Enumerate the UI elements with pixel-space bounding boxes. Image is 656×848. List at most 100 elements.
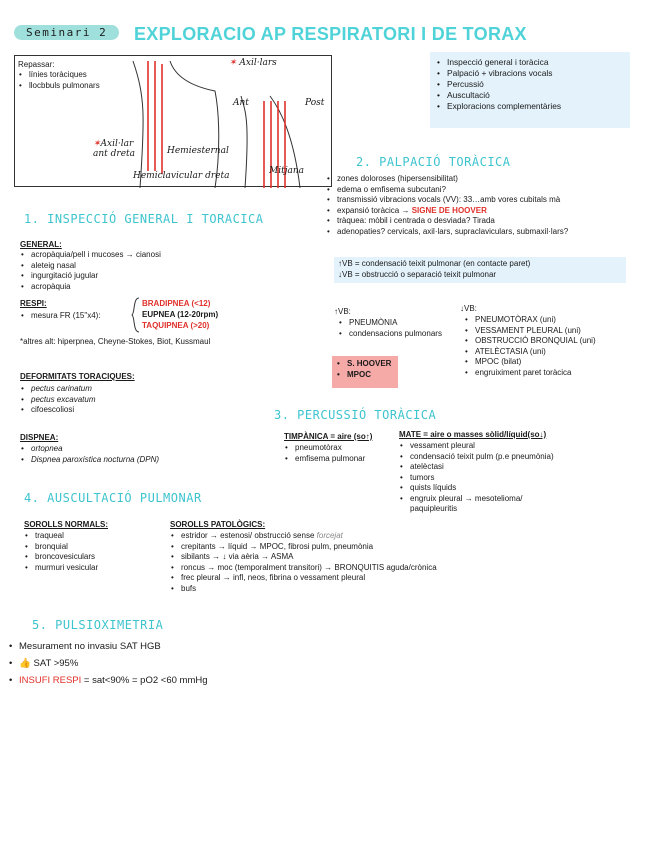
patologics-label: SOROLLS PATOLÒGICS: bbox=[170, 520, 266, 529]
list-item: roncus → moc (temporalment transitori) →… bbox=[170, 563, 437, 574]
page-title: EXPLORACIO AP RESPIRATORI I DE TORAX bbox=[134, 24, 527, 44]
list-item: OBSTRUCCIÓ BRONQUIAL (uni) bbox=[464, 336, 596, 347]
list-item: ingurgitació jugular bbox=[20, 271, 161, 282]
timpanica-label: TIMPÀNICA = aire (so↑) bbox=[284, 432, 373, 441]
list-item: zones doloroses (hipersensibilitat) bbox=[326, 174, 568, 185]
taquipnea-label: TAQUIPNEA (>20) bbox=[142, 321, 210, 330]
section-5-title: 5. PULSIOXIMETRIA bbox=[32, 618, 164, 632]
list-item: pectus carinatum bbox=[20, 384, 95, 395]
respiratory-rates: BRADIPNEA (<12) EUPNEA (12-20rpm) TAQUIP… bbox=[142, 298, 218, 331]
seminar-badge: Seminari 2 bbox=[14, 25, 120, 40]
list-item: bufs bbox=[170, 584, 437, 595]
list-item: Inspecció general i toràcica bbox=[436, 57, 624, 68]
vv-down-label: ↓VB: bbox=[460, 304, 477, 313]
negative-box: S. HOOVER MPOC bbox=[332, 356, 398, 388]
list-item: MPOC bbox=[336, 370, 394, 381]
list-item: Exploracions complementàries bbox=[436, 101, 624, 112]
list-item: MPOC (bilat) bbox=[464, 357, 596, 368]
list-item: llocbbuls pulmonars bbox=[18, 81, 100, 92]
bradipnea-label: BRADIPNEA (<12) bbox=[142, 299, 211, 308]
exploration-steps-box: Inspecció general i toràcica Palpació + … bbox=[430, 52, 630, 128]
altres-note: *altres alt: hiperpnea, Cheyne-Stokes, B… bbox=[20, 337, 211, 346]
list-item: acropàquia/pell i mucoses → cianosi bbox=[20, 250, 161, 261]
list-item: murmuri vesicular bbox=[24, 563, 98, 574]
label-post: Post bbox=[305, 98, 325, 108]
patologics-list: estridor → estenosi/ obstrucció sense fo… bbox=[170, 531, 437, 594]
list-item: quists líquids bbox=[399, 483, 564, 494]
thorax-diagram-frame: Repassar: línies toràciques llocbbuls pu… bbox=[14, 55, 332, 188]
list-item: PNEUMOTÒRAX (uni) bbox=[464, 315, 596, 326]
vv-up-list: PNEUMÒNIA condensacions pulmonars bbox=[338, 318, 442, 339]
list-item: crepitants → líquid → MPOC, fibrosi pulm… bbox=[170, 542, 437, 553]
list-item: pneumotòrax bbox=[284, 443, 365, 454]
list-item: condensacions pulmonars bbox=[338, 329, 442, 340]
repassar-list: línies toràciques llocbbuls pulmonars bbox=[18, 70, 100, 91]
list-item: 👍 SAT >95% bbox=[8, 655, 208, 672]
list-item: PNEUMÒNIA bbox=[338, 318, 442, 329]
list-item: pectus excavatum bbox=[20, 395, 95, 406]
insufi-respi-label: INSUFI RESPI bbox=[19, 675, 82, 686]
list-item: estridor → estenosi/ obstrucció sense fo… bbox=[170, 531, 437, 542]
list-item: S. HOOVER bbox=[336, 359, 394, 370]
general-list: acropàquia/pell i mucoses → cianosi alet… bbox=[20, 250, 161, 292]
list-item: engruix pleural → mesotelioma/ paquipleu… bbox=[399, 494, 564, 515]
list-item: Auscultació bbox=[436, 90, 624, 101]
list-item: expansió toràcica → SIGNE DE HOOVER bbox=[326, 206, 568, 217]
list-item: acropàquia bbox=[20, 282, 161, 293]
list-item: condensació teixit pulm (p.e pneumònia) bbox=[399, 452, 564, 463]
list-item: mesura FR (15"x4): bbox=[20, 311, 101, 322]
dispnea-list: ortopnea Dispnea paroxística nocturna (D… bbox=[20, 444, 159, 465]
palpacio-list: zones doloroses (hipersensibilitat) edem… bbox=[326, 174, 568, 237]
vv-down-list: PNEUMOTÒRAX (uni) VESSAMENT PLEURAL (uni… bbox=[464, 315, 596, 378]
respi-label: RESPI: bbox=[20, 299, 47, 308]
list-item: Dispnea paroxística nocturna (DPN) bbox=[20, 455, 159, 466]
deformitats-list: pectus carinatum pectus excavatum cifoes… bbox=[20, 384, 95, 416]
list-item: atelèctasi bbox=[399, 462, 564, 473]
list-item: ortopnea bbox=[20, 444, 159, 455]
list-item: adenopaties? cervicals, axil·lars, supra… bbox=[326, 227, 568, 238]
dispnea-label: DISPNEA: bbox=[20, 433, 59, 442]
eupnea-label: EUPNEA (12-20rpm) bbox=[142, 310, 219, 319]
star-icon: ✶ bbox=[93, 139, 101, 149]
label-ant: Ant bbox=[233, 98, 249, 108]
repassar-label: Repassar: bbox=[18, 60, 55, 69]
list-item: Palpació + vibracions vocals bbox=[436, 68, 624, 79]
list-item: bronquial bbox=[24, 542, 98, 553]
list-item: frec pleural → infl, neos, fibrina o ves… bbox=[170, 573, 437, 584]
label-axillar-ant: ✶Axil·lar ant dreta bbox=[93, 139, 136, 159]
list-item: INSUFI RESPI = sat<90% = pO2 <60 mmHg bbox=[8, 672, 208, 689]
label-hemiclavicular: Hemiclavicular dreta bbox=[133, 171, 230, 181]
list-item: emfisema pulmonar bbox=[284, 454, 365, 465]
list-item: Mesurament no invasiu SAT HGB bbox=[8, 638, 208, 655]
list-item: ATELÈCTASIA (uni) bbox=[464, 347, 596, 358]
list-item: cifoescoliosi bbox=[20, 405, 95, 416]
section-4-title: 4. AUSCULTACIÓ PULMONAR bbox=[24, 491, 202, 505]
respi-list: mesura FR (15"x4): bbox=[20, 311, 101, 322]
label-mitjana: Mitjana bbox=[269, 166, 305, 176]
mate-label: MATE = aire o masses sòlid/líquid(so↓) bbox=[399, 430, 547, 439]
list-item: broncovesiculars bbox=[24, 552, 98, 563]
hoover-sign: SIGNE DE HOOVER bbox=[411, 205, 487, 215]
normals-list: traqueal bronquial broncovesiculars murm… bbox=[24, 531, 98, 573]
list-item: tràquea: mòbil i centrada o desviada? Ti… bbox=[326, 216, 568, 227]
list-item: traqueal bbox=[24, 531, 98, 542]
list-item: sibilants → ↓ via aèria → ASMA bbox=[170, 552, 437, 563]
list-item: vessament pleural bbox=[399, 441, 564, 452]
list-item: VESSAMENT PLEURAL (uni) bbox=[464, 326, 596, 337]
vv-up-text: ↑VB = condensació teixit pulmonar (en co… bbox=[338, 259, 531, 268]
mate-list: vessament pleural condensació teixit pul… bbox=[399, 441, 564, 515]
vv-down-text: ↓VB = obstrucció o separació teixit pulm… bbox=[338, 269, 497, 279]
thumbs-up-icon: 👍 bbox=[19, 658, 31, 669]
section-2-title: 2. PALPACIÓ TORÀCICA bbox=[356, 155, 511, 169]
vv-up-label: ↑VB: bbox=[334, 307, 351, 316]
list-item: tumors bbox=[399, 473, 564, 484]
section-1-title: 1. INSPECCIÓ GENERAL I TORACICA bbox=[24, 212, 264, 226]
star-icon: ✶ bbox=[229, 58, 240, 68]
label-axillars: ✶ Axil·lars bbox=[229, 58, 277, 68]
timpanica-list: pneumotòrax emfisema pulmonar bbox=[284, 443, 365, 464]
list-item: línies toràciques bbox=[18, 70, 100, 81]
normals-label: SOROLLS NORMALS: bbox=[24, 520, 108, 529]
deformitats-label: DEFORMITATS TORACIQUES: bbox=[20, 372, 135, 381]
pulsioximetria-list: Mesurament no invasiu SAT HGB 👍 SAT >95%… bbox=[8, 638, 208, 689]
list-item: aleteig nasal bbox=[20, 261, 161, 272]
